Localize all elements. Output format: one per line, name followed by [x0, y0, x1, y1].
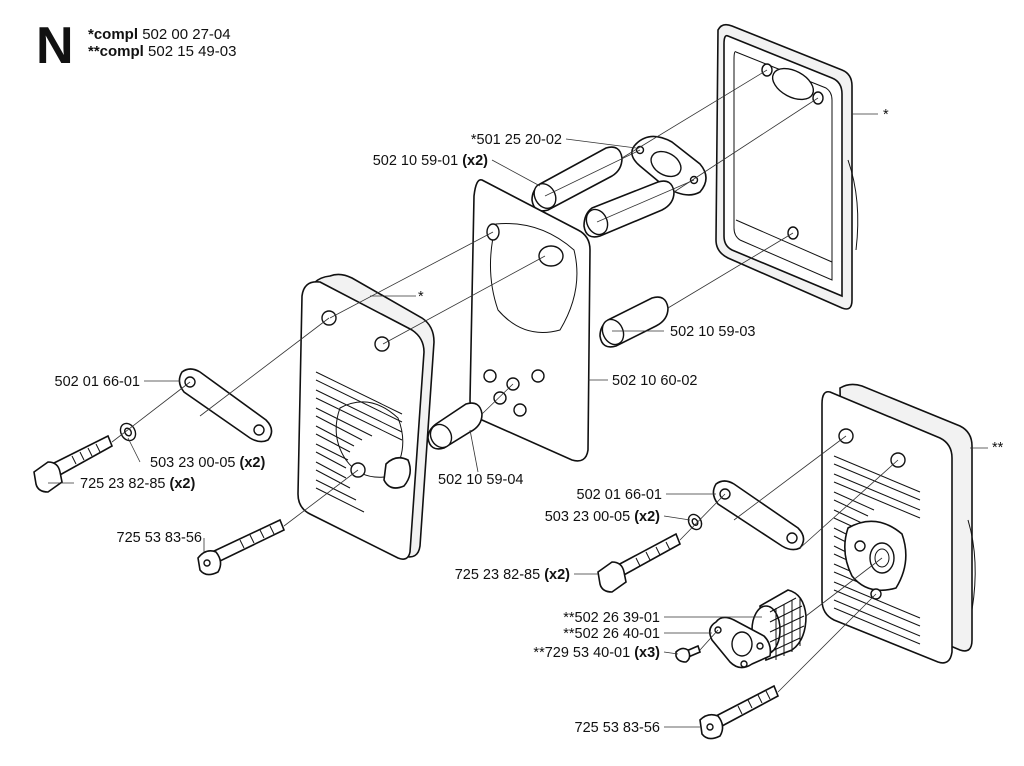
deflector-screw	[675, 644, 701, 663]
compl-line-2: **compl 502 15 49-03	[88, 43, 236, 60]
label-star-left-cover: *	[418, 289, 424, 305]
washer-right	[687, 513, 703, 531]
label-screw-left: 725 53 83-56	[117, 530, 202, 546]
label-spacer-mid: 502 10 59-03	[670, 324, 755, 340]
label-plate: 502 10 60-02	[612, 373, 697, 389]
label-star-muffler: **	[992, 440, 1004, 456]
spacer-mid	[599, 296, 669, 348]
label-bolt-right: 725 23 82-85 (x2)	[455, 567, 570, 583]
bracket-left	[178, 368, 273, 443]
exhaust-deflector	[708, 616, 772, 669]
compl-number-1: 502 00 27-04	[142, 26, 231, 43]
label-gasket-top: *501 25 20-02	[471, 132, 562, 148]
screw-left	[197, 518, 286, 576]
compl-prefix-2: **compl	[88, 43, 144, 60]
heat-shield-plate	[469, 179, 591, 462]
leader-lines	[48, 113, 988, 728]
spacer-top-right	[583, 180, 675, 238]
label-bolt-left: 725 23 82-85 (x2)	[80, 476, 195, 492]
label-washer-right: 503 23 00-05 (x2)	[545, 509, 660, 525]
label-screw-right: 725 53 83-56	[575, 720, 660, 736]
bolt-right	[597, 532, 682, 593]
muffler-body	[821, 383, 976, 664]
label-washer-left: 503 23 00-05 (x2)	[150, 455, 265, 471]
compl-prefix-1: *compl	[88, 26, 139, 43]
muffler-cover-left	[297, 273, 435, 560]
label-screen: **502 26 39-01	[563, 610, 660, 626]
screw-right	[699, 684, 780, 740]
section-letter: N	[36, 17, 74, 75]
compl-line-1: *compl 502 00 27-04	[88, 26, 231, 43]
label-spacer-top: 502 10 59-01 (x2)	[373, 153, 488, 169]
assembly-lines	[111, 69, 899, 693]
label-deflector-screw: **729 53 40-01 (x3)	[533, 645, 660, 661]
label-deflector: **502 26 40-01	[563, 626, 660, 642]
bolt-left	[33, 434, 114, 493]
bracket-right	[712, 480, 805, 551]
compl-number-2: 502 15 49-03	[148, 43, 237, 60]
label-spacer-low: 502 10 59-04	[438, 472, 523, 488]
label-star-right-cover: *	[883, 107, 889, 123]
spacer-low	[427, 402, 483, 450]
cooling-slots-left	[315, 371, 403, 513]
muffler-cover-top	[715, 23, 859, 310]
label-bracket-right: 502 01 66-01	[577, 487, 662, 503]
washer-left	[119, 422, 137, 442]
label-bracket-left: 502 01 66-01	[55, 374, 140, 390]
